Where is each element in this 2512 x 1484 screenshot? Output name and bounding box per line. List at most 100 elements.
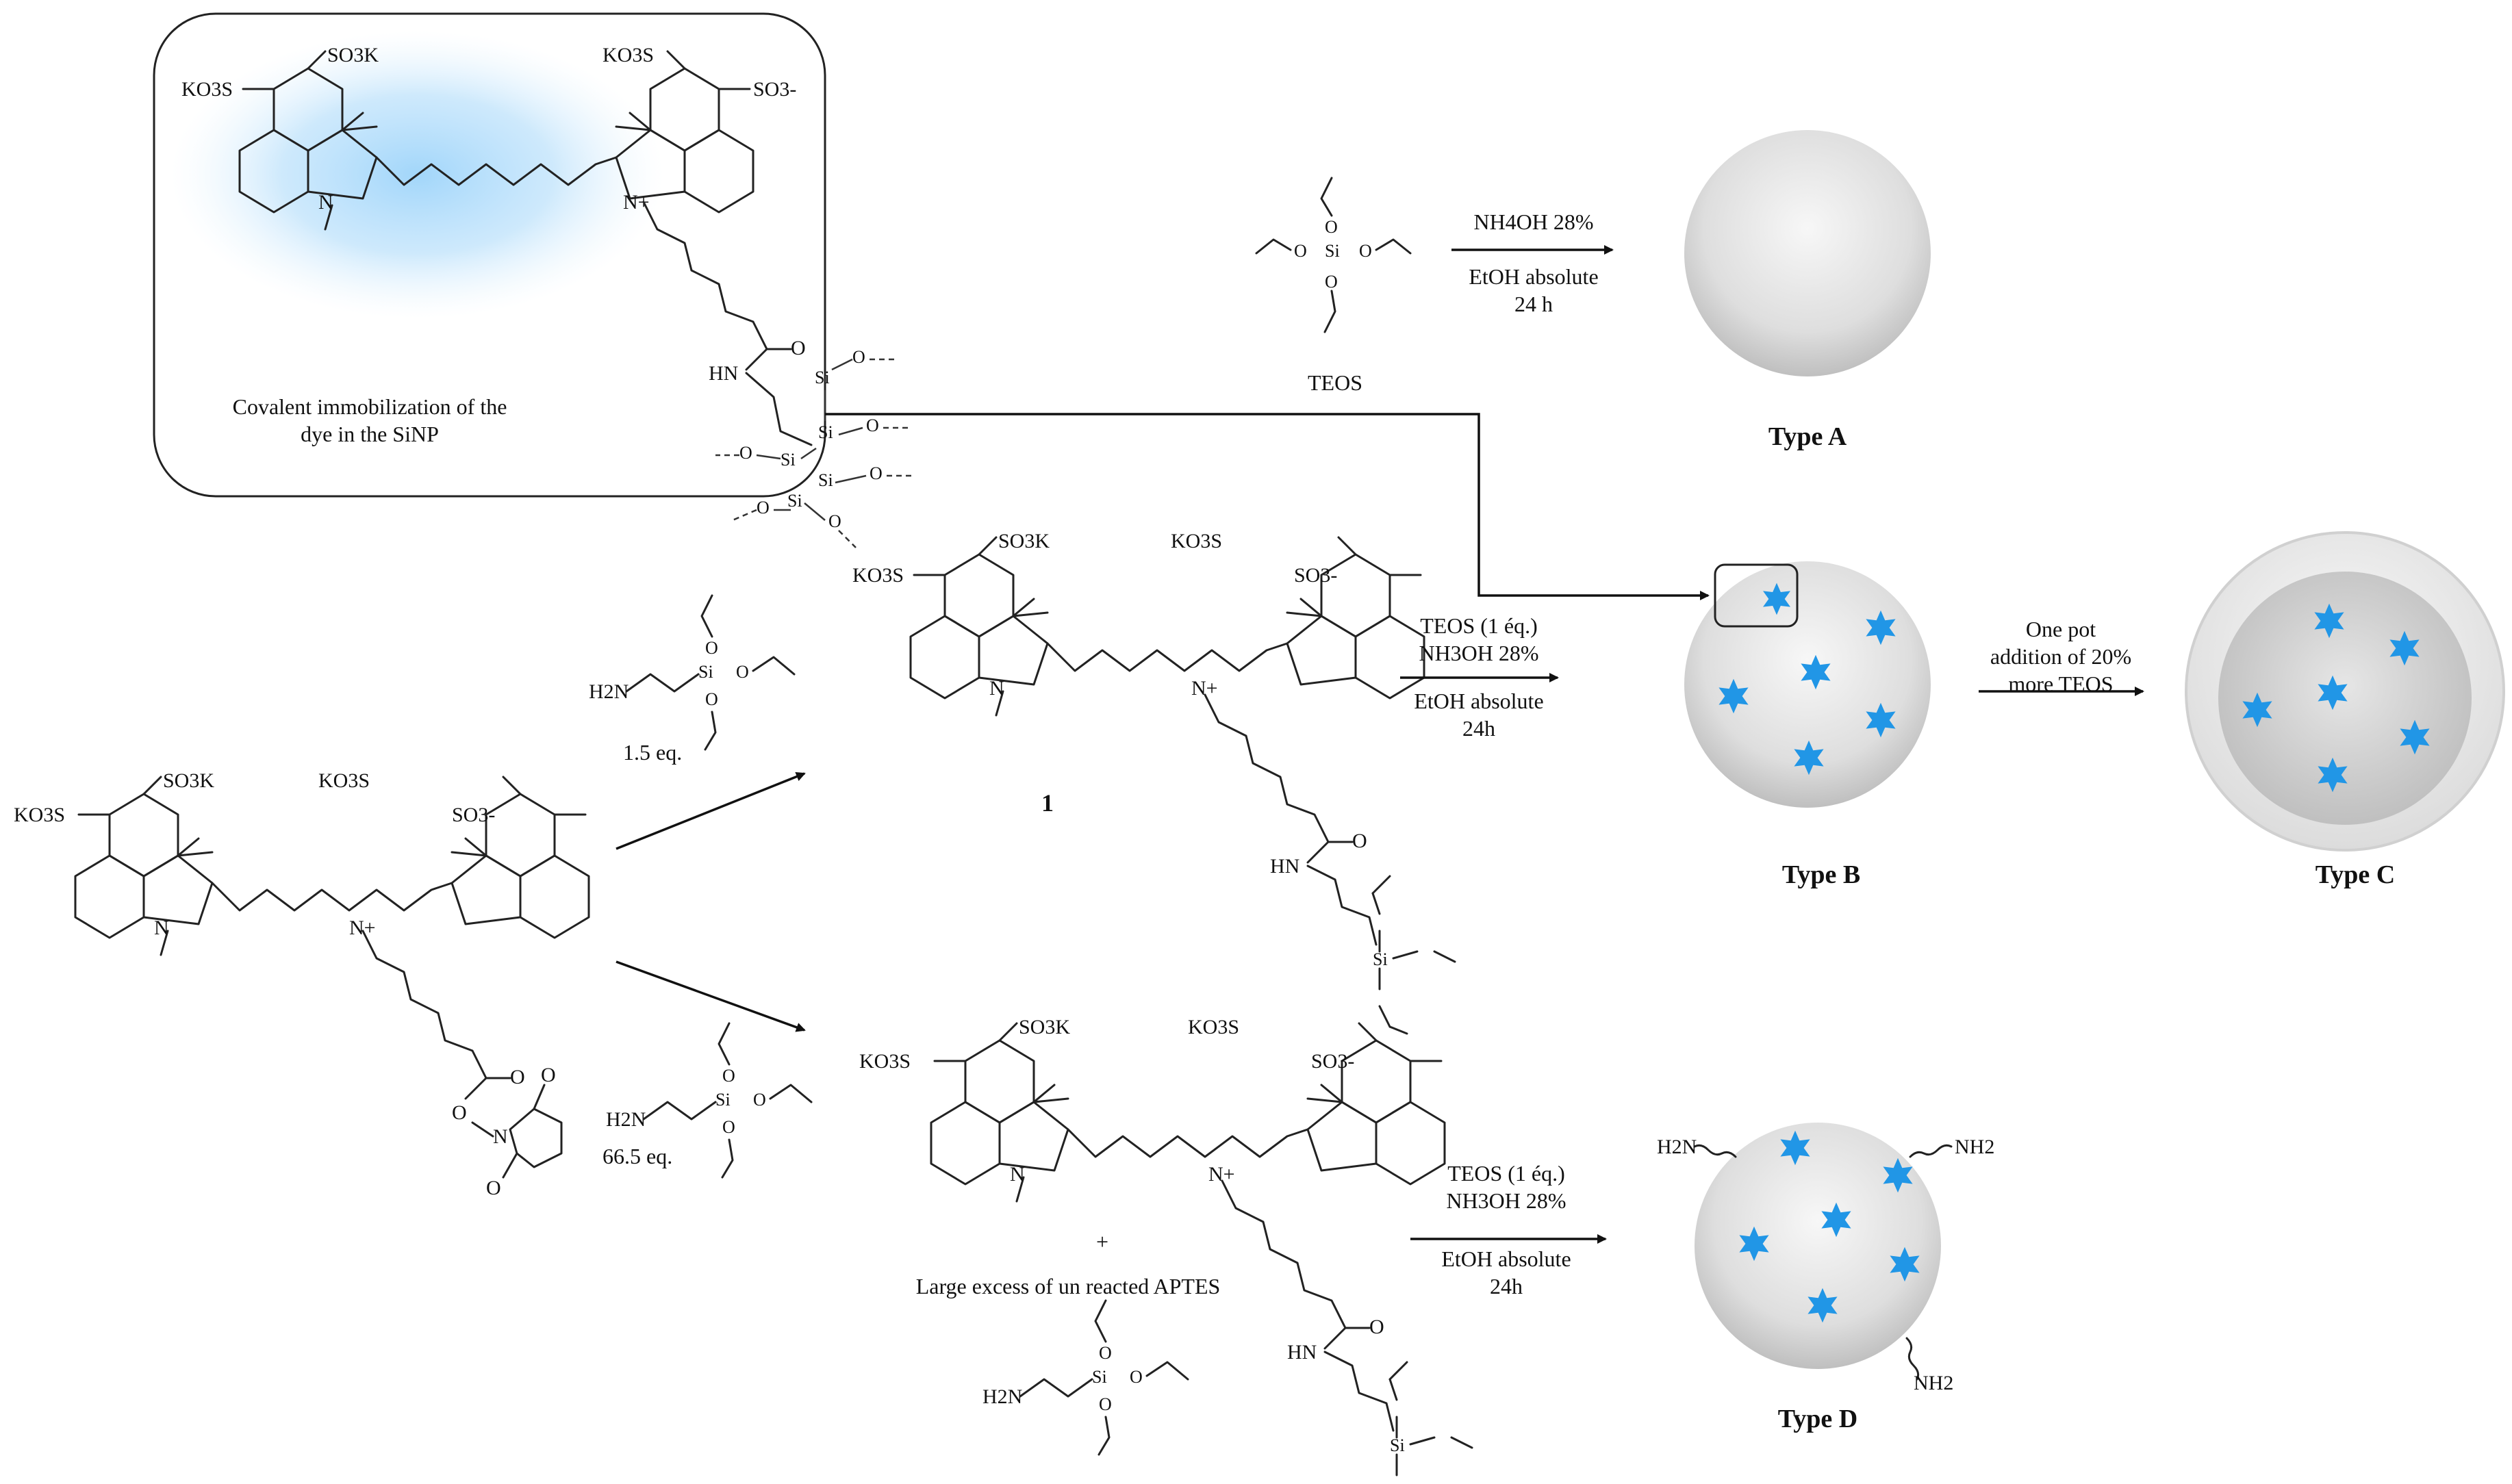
inset-si-5: Si bbox=[787, 491, 802, 511]
c2-si: Si bbox=[1390, 1435, 1405, 1455]
c2-ko3s-left: KO3S bbox=[859, 1050, 911, 1073]
route-d-equiv: 66.5 eq. bbox=[602, 1144, 672, 1168]
type-d-nh2-bottom: NH2 bbox=[1914, 1372, 1953, 1394]
inset-so3k-left: SO3K bbox=[327, 44, 379, 66]
inset-hn: HN bbox=[709, 362, 738, 385]
route-d-cond-2: NH3OH 28% bbox=[1446, 1188, 1566, 1213]
aptes-lower-o1: O bbox=[722, 1066, 735, 1086]
start-ester-o: O bbox=[510, 1066, 525, 1088]
c1-so3: SO3- bbox=[1294, 564, 1337, 587]
c2-amide-o: O bbox=[1369, 1316, 1384, 1338]
arrow-to-excess bbox=[616, 960, 806, 1032]
type-c-label: Type C bbox=[2316, 860, 2395, 889]
route-b-cond-2: NH3OH 28% bbox=[1419, 641, 1538, 665]
teos-name: TEOS bbox=[1308, 370, 1362, 395]
inset-so3-right: SO3- bbox=[753, 78, 796, 101]
start-nhs-o1: O bbox=[541, 1064, 556, 1086]
c2-so3k: SO3K bbox=[1019, 1016, 1070, 1038]
route-d-plus: + bbox=[1096, 1229, 1108, 1254]
inset-o-1: O bbox=[852, 347, 865, 367]
start-nhs-n: N bbox=[493, 1125, 508, 1148]
c2-hn: HN bbox=[1287, 1341, 1317, 1364]
teos-o-bottom: O bbox=[1325, 272, 1338, 292]
aptes-lower-h2n: H2N bbox=[606, 1108, 646, 1131]
compound-1-number: 1 bbox=[1041, 789, 1054, 817]
inset-o-2: O bbox=[866, 415, 879, 435]
start-n-left: N bbox=[154, 917, 169, 939]
aptes-bottom-o2: O bbox=[1130, 1367, 1143, 1387]
c1-so3k: SO3K bbox=[998, 530, 1050, 552]
aptes-bottom-o1: O bbox=[1099, 1343, 1112, 1363]
aptes-upper-si: Si bbox=[698, 662, 713, 682]
amine-linker-3 bbox=[1905, 1337, 1920, 1381]
teos-cond-top: NH4OH 28% bbox=[1473, 209, 1593, 234]
particle-type-b bbox=[1684, 561, 1931, 808]
start-n-right: N+ bbox=[349, 917, 376, 939]
inset-o-4: O bbox=[739, 443, 752, 463]
aptes-bottom-h2n: H2N bbox=[982, 1385, 1022, 1408]
inset-ko3s-left: KO3S bbox=[181, 78, 233, 101]
type-b-zoom-box bbox=[1714, 563, 1799, 628]
inset-si-2: Si bbox=[818, 422, 833, 442]
c1-n-right: N+ bbox=[1191, 677, 1218, 700]
particle-type-d bbox=[1693, 1123, 1953, 1381]
c1-n-left: N bbox=[989, 677, 1004, 700]
c1-ko3s-right: KO3S bbox=[1171, 530, 1222, 552]
inset-o-3: O bbox=[870, 463, 883, 483]
aptes-upper-o3: O bbox=[705, 689, 718, 709]
c2-ko3s-right: KO3S bbox=[1188, 1016, 1239, 1038]
route-c-cond-3: more TEOS bbox=[2008, 671, 2113, 696]
starting-dye-structure: SO3K KO3S KO3S SO3- N N+ O O N O O bbox=[14, 769, 590, 1199]
c1-ko3s-left: KO3S bbox=[852, 564, 904, 587]
aptes-upper-h2n: H2N bbox=[589, 680, 629, 703]
inset-ko3s-right: KO3S bbox=[602, 44, 654, 66]
inset-si-3: Si bbox=[781, 450, 796, 470]
route-b-cond-3: EtOH absolute bbox=[1414, 689, 1543, 713]
start-ester-o2: O bbox=[452, 1101, 467, 1124]
aptes-bottom: H2N Si O O O bbox=[982, 1299, 1189, 1456]
teos-cond-bottom-1: EtOH absolute bbox=[1469, 264, 1598, 289]
type-a-label: Type A bbox=[1768, 422, 1847, 451]
inset-si-4: Si bbox=[818, 470, 833, 490]
inset-o-6: O bbox=[828, 511, 841, 531]
inset-n-right: N+ bbox=[623, 191, 650, 214]
route-b-equiv: 1.5 eq. bbox=[623, 740, 682, 765]
c1-amide-o: O bbox=[1352, 830, 1367, 852]
route-c-cond-2: addition of 20% bbox=[1990, 644, 2131, 669]
start-ko3s-right: KO3S bbox=[318, 769, 370, 792]
aptes-lower: H2N Si O O O 66.5 eq. bbox=[602, 1022, 813, 1179]
inset-amide-o: O bbox=[791, 337, 806, 359]
amine-linker-2 bbox=[1909, 1144, 1953, 1158]
teos-o-right: O bbox=[1359, 241, 1372, 261]
inset-o-5: O bbox=[757, 498, 770, 517]
teos-si: Si bbox=[1325, 241, 1340, 261]
amine-linker-1 bbox=[1693, 1144, 1737, 1158]
aptes-bottom-si: Si bbox=[1092, 1367, 1107, 1387]
inset-caption-line2: dye in the SiNP bbox=[301, 422, 439, 446]
teos-o-top: O bbox=[1325, 217, 1338, 237]
type-b-label: Type B bbox=[1782, 860, 1860, 889]
route-d-cond-4: 24h bbox=[1490, 1274, 1523, 1298]
c2-so3: SO3- bbox=[1311, 1050, 1354, 1073]
aptes-upper-o2: O bbox=[736, 662, 749, 682]
start-so3k: SO3K bbox=[163, 769, 214, 792]
c2-n-left: N bbox=[1010, 1163, 1025, 1186]
inset-n-left: N bbox=[318, 191, 333, 214]
teos-o-left: O bbox=[1294, 241, 1307, 261]
route-c-cond-1: One pot bbox=[2026, 617, 2096, 641]
inset-box: SO3K KO3S KO3S SO3- N N+ O HN Si Si Si S… bbox=[153, 12, 914, 548]
teos-structure: Si O O O O TEOS bbox=[1255, 177, 1412, 395]
type-d-label: Type D bbox=[1778, 1405, 1857, 1433]
aptes-bottom-o3: O bbox=[1099, 1394, 1112, 1414]
arrow-to-compound-1 bbox=[616, 771, 806, 850]
aptes-lower-si: Si bbox=[715, 1090, 731, 1110]
c1-si: Si bbox=[1373, 949, 1388, 969]
route-d-cond-1: TEOS (1 éq.) bbox=[1447, 1161, 1565, 1186]
type-d-h2n: H2N bbox=[1657, 1136, 1697, 1158]
inset-caption-line1: Covalent immobilization of the bbox=[233, 394, 507, 419]
route-b-cond-4: 24h bbox=[1462, 716, 1495, 741]
start-nhs-o2: O bbox=[486, 1177, 501, 1199]
route-d-excess-note: Large excess of un reacted APTES bbox=[916, 1274, 1221, 1298]
